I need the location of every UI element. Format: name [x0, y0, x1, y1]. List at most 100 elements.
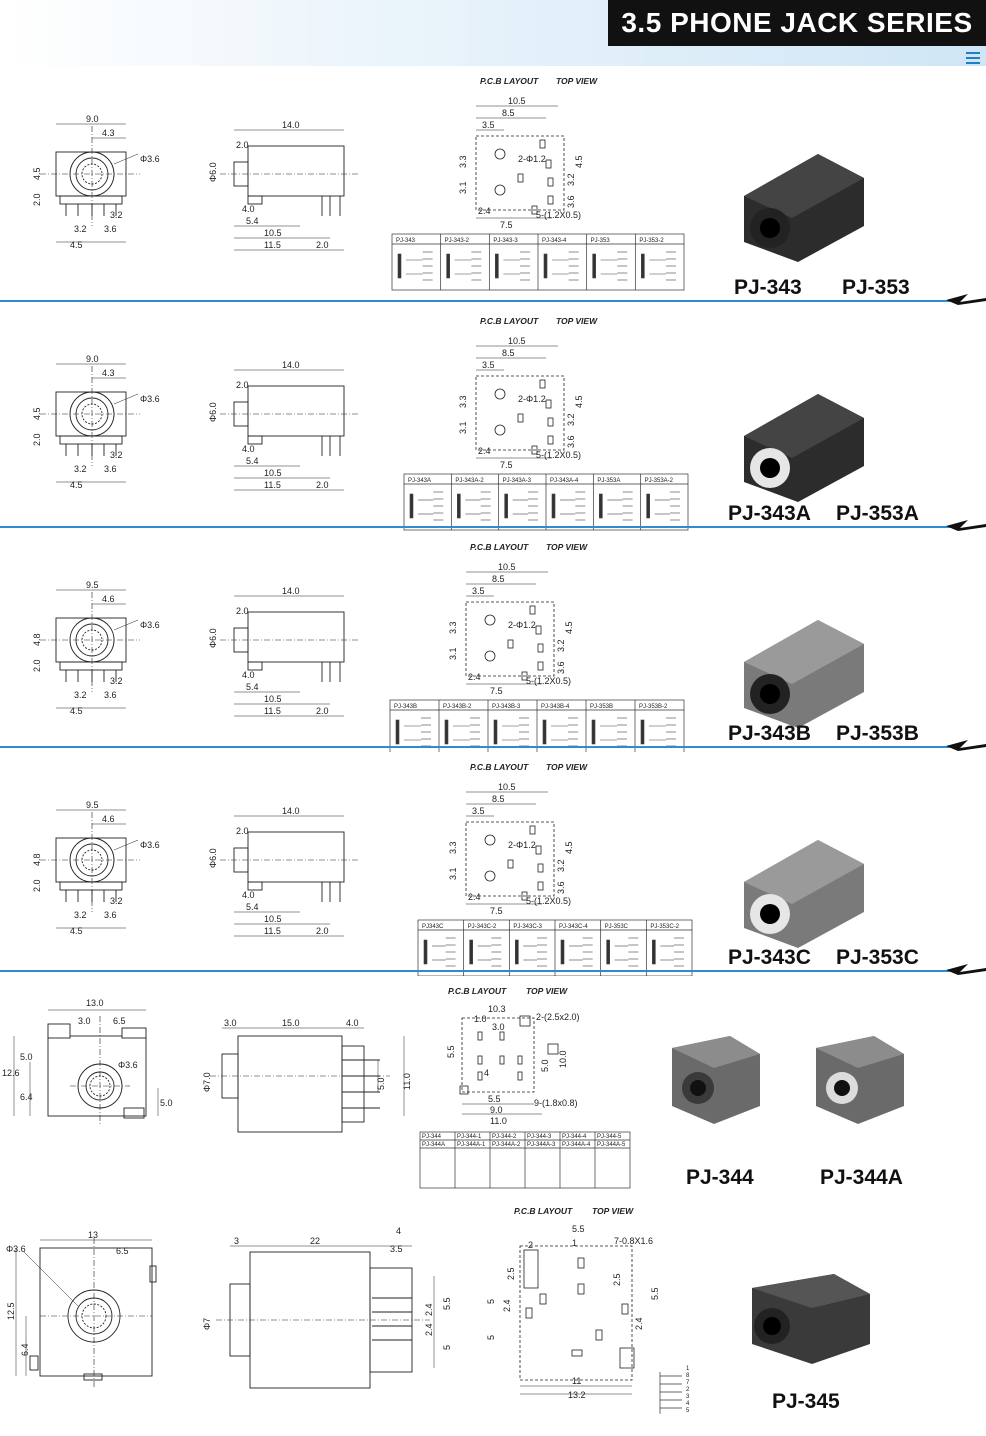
schematic-table [417, 919, 693, 977]
product-photo-pj-344 [672, 1036, 760, 1124]
dim-label: 2.0 [236, 140, 249, 150]
front-view [40, 123, 140, 243]
section-separator [0, 740, 986, 751]
dim-label: 4.6 [102, 594, 115, 604]
dim-label: 5.5 [442, 1297, 452, 1310]
side-view-pj-344 [210, 1027, 405, 1133]
dim-label: 4.6 [102, 814, 115, 824]
dim-label: 11 [572, 1376, 581, 1386]
header-stripe [966, 57, 980, 59]
model-name: PJ-353B [836, 722, 919, 745]
schematic-label: PJ-344A-1 [457, 1142, 486, 1148]
dim-label: 5.4 [246, 682, 259, 692]
dim-label: 7.5 [490, 686, 503, 696]
dim-label: 14.0 [282, 586, 300, 596]
dim-label: 5-(1.2X0.5) [536, 210, 581, 220]
schematic-label: PJ-343A-2 [455, 478, 484, 484]
schematic-label: PJ-343 [396, 238, 416, 244]
section-pj-344: 13.0 3.0 6.5 Φ3.6 12.6 5.0 6.4 5.0 3.0 1… [0, 976, 986, 1198]
dim-label: 2 [528, 1240, 533, 1250]
schematic-label: PJ-344A-3 [527, 1142, 556, 1148]
dim-label: 2-(2.5x2.0) [536, 1012, 580, 1022]
dim-label: Φ3.6 [140, 154, 160, 164]
dim-label: 6.4 [20, 1092, 33, 1102]
top-view-heading: TOP VIEW [546, 762, 588, 772]
dim-label: 8.5 [492, 794, 505, 804]
dim-label: 4.0 [242, 204, 255, 214]
schematic-diagram [640, 717, 676, 747]
schematic-label: PJ343C [422, 924, 444, 930]
dim-label: 4.5 [32, 167, 42, 180]
side-view [220, 595, 360, 717]
dim-label: 3.6 [566, 435, 576, 448]
schematic-label: PJ-344A [422, 1142, 445, 1148]
dim-label: 3.2 [556, 639, 566, 652]
dim-label: 4.5 [70, 240, 83, 250]
pcb-layout [465, 571, 555, 685]
front-view [40, 363, 140, 483]
top-view-heading: TOP VIEW [556, 316, 598, 326]
dim-label: 2.4 [478, 446, 491, 456]
dim-label: 2.5 [612, 1273, 622, 1286]
schematic-diagram [542, 717, 578, 747]
schematic-label: PJ-343C-3 [513, 924, 542, 930]
dim-label: 3.2 [110, 450, 123, 460]
schematic-label: PJ-353A [597, 478, 620, 484]
dim-label: 2.4 [468, 892, 481, 902]
dim-label: 9-(1.8x0.8) [534, 1098, 578, 1108]
dim-label: 10.5 [498, 562, 516, 572]
model-name: PJ-353 [842, 276, 910, 299]
pcb-layout [475, 345, 565, 459]
dim-label: 5 [486, 1299, 496, 1304]
dim-label: 5-(1.2X0.5) [536, 450, 581, 460]
front-view-pj-344 [13, 1009, 159, 1126]
dim-label: Φ7 [202, 1318, 212, 1330]
product-photo [744, 154, 864, 262]
dim-label: 2.0 [316, 480, 329, 490]
dim-label: 2.0 [32, 659, 42, 672]
dim-label: 2.4 [424, 1303, 434, 1316]
dim-label: 3.6 [104, 464, 117, 474]
schematic-table [391, 233, 685, 291]
dim-label: 5.4 [246, 216, 259, 226]
schematic-label: PJ-353B [590, 704, 613, 710]
dim-label: 10.5 [498, 782, 516, 792]
dim-label: 5.5 [650, 1287, 660, 1300]
side-view [220, 369, 360, 491]
schematic-label: PJ-343B [394, 704, 417, 710]
dim-label: 3.3 [448, 841, 458, 854]
schematic-diagram [591, 717, 627, 747]
dim-label: 4.5 [574, 155, 584, 168]
dim-label: 9.0 [86, 114, 99, 124]
dim-label: 10.5 [264, 228, 282, 238]
pcb-layout-heading: P.C.B LAYOUT [470, 542, 529, 552]
dim-label: 2.4 [468, 672, 481, 682]
schematic-diagram [543, 251, 579, 281]
dim-label: 11.5 [264, 240, 281, 250]
dim-label: 3.2 [110, 896, 123, 906]
dim-label: 5.4 [246, 456, 259, 466]
pin-label: 7 [686, 1380, 690, 1386]
dim-label: 11.5 [264, 706, 281, 716]
drawing-pj-345: 13 6.5 Φ3.6 12.5 6.4 3 22 4 3.5 Φ7 5.5 2… [6, 1206, 870, 1414]
dim-label: 5.5 [572, 1224, 585, 1234]
model-name: PJ-353C [836, 946, 919, 969]
drawing-pj-344: 13.0 3.0 6.5 Φ3.6 12.6 5.0 6.4 5.0 3.0 1… [2, 986, 904, 1189]
dim-label: 3.2 [74, 224, 87, 234]
schematic-table [403, 473, 689, 531]
model-name: PJ-343 [734, 276, 802, 299]
schematic-label: PJ-344-1 [457, 1134, 482, 1140]
dim-label: 4.5 [70, 926, 83, 936]
dim-label: 10.5 [508, 336, 526, 346]
model-name: PJ-343C [728, 946, 811, 969]
dim-label: 3.2 [110, 676, 123, 686]
top-view-heading: TOP VIEW [592, 1206, 634, 1216]
pin-label: 4 [686, 1401, 690, 1407]
front-view-pj-345 [15, 1238, 157, 1388]
schematic-label: PJ-344-5 [597, 1134, 622, 1140]
schematic-diagram [646, 491, 680, 521]
dim-label: 4.0 [242, 890, 255, 900]
product-photo [744, 394, 864, 502]
